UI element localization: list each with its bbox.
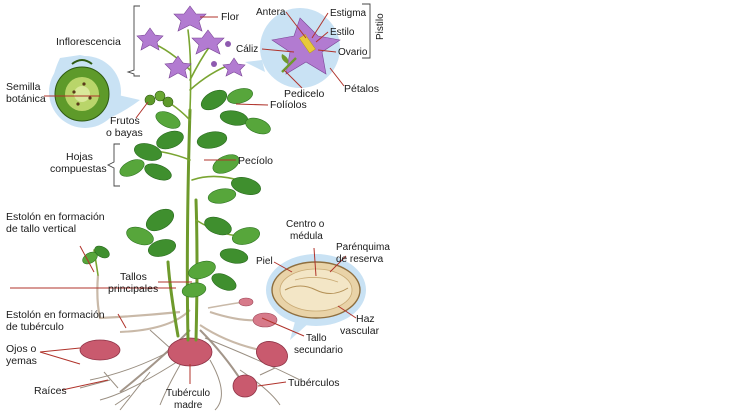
mother-tuber xyxy=(167,337,213,367)
tuber xyxy=(232,374,258,398)
label-piel: Piel xyxy=(256,256,273,267)
tuber xyxy=(238,297,254,307)
label-centro-1: Centro o xyxy=(286,219,325,230)
label-tallos-1: Tallos xyxy=(120,271,147,283)
label-ovario: Ovario xyxy=(338,47,368,58)
flowers xyxy=(136,5,246,79)
label-pedicelo: Pedicelo xyxy=(284,88,324,100)
inflorescence-brace xyxy=(126,5,140,77)
label-foliolos: Folíolos xyxy=(270,99,307,111)
label-estolon-t-1: Estolón en formación xyxy=(6,309,105,321)
tuber xyxy=(256,341,288,367)
label-raices: Raíces xyxy=(34,385,67,397)
label-estolon-t-2: de tubérculo xyxy=(6,321,64,333)
anther-detail xyxy=(299,33,316,54)
label-hojas-1: Hojas xyxy=(66,151,93,163)
label-frutos-2: o bayas xyxy=(106,127,143,139)
label-antera: Antera xyxy=(256,7,286,18)
label-semilla-2: botánica xyxy=(6,93,46,105)
plant-illustration xyxy=(49,5,366,411)
label-peciolo: Pecíolo xyxy=(238,155,273,167)
tuber xyxy=(252,312,278,328)
label-estolon-v-1: Estolón en formación xyxy=(6,211,105,223)
label-ojos-2: yemas xyxy=(6,355,37,367)
label-tub-madre-1: Tubérculo xyxy=(166,388,211,399)
compound-leaves xyxy=(82,88,271,298)
compound-leaves-brace xyxy=(106,143,120,187)
label-ojos-1: Ojos o xyxy=(6,343,37,355)
leader-lines xyxy=(10,11,357,391)
label-frutos-1: Frutos xyxy=(110,115,140,127)
tuber xyxy=(79,339,121,361)
berries xyxy=(144,90,174,108)
label-parenquima-1: Parénquima xyxy=(336,242,390,253)
label-tallo-sec-2: secundario xyxy=(294,345,343,356)
label-flor: Flor xyxy=(221,11,240,23)
label-estilo: Estilo xyxy=(330,27,355,38)
flower-magnifier xyxy=(245,8,341,88)
label-centro-2: médula xyxy=(290,231,323,242)
label-pistilo: Pistilo xyxy=(375,13,386,40)
label-estolon-v-2: de tallo vertical xyxy=(6,223,76,235)
label-semilla-1: Semilla xyxy=(6,81,41,93)
label-caliz: Cáliz xyxy=(236,44,258,55)
label-haz-1: Haz xyxy=(356,313,375,325)
label-haz-2: vascular xyxy=(340,325,380,337)
label-petalos: Pétalos xyxy=(344,83,379,95)
label-inflorescencia: Inflorescencia xyxy=(56,36,121,48)
labels: Flor Inflorescencia Antera Estigma Estil… xyxy=(6,7,390,411)
label-tallos-2: principales xyxy=(108,283,158,295)
fruit-magnifier xyxy=(49,55,140,128)
braces xyxy=(106,3,371,187)
tubers xyxy=(79,297,288,398)
pistil-brace xyxy=(362,3,371,59)
label-parenquima-2: de reserva xyxy=(336,254,384,265)
label-hojas-2: compuestas xyxy=(50,163,107,175)
label-estigma: Estigma xyxy=(330,8,367,19)
label-tuberculos: Tubérculos xyxy=(288,377,340,389)
label-tallo-sec-1: Tallo xyxy=(306,333,327,344)
label-tub-madre-2: madre xyxy=(174,400,203,411)
